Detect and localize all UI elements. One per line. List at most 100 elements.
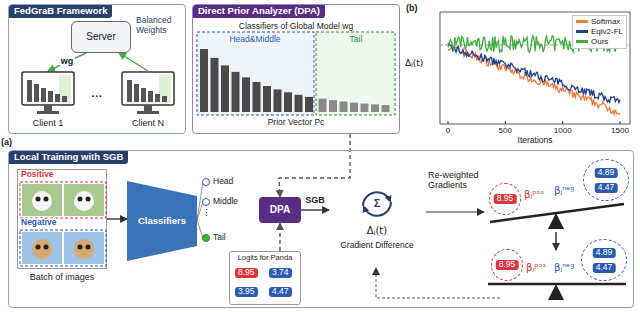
photo (22, 232, 62, 264)
pivot (548, 213, 564, 229)
base (37, 111, 59, 114)
stand (44, 105, 52, 111)
region-label: Tail (350, 35, 363, 45)
screen (122, 72, 174, 105)
prior-bar (284, 92, 292, 112)
fan-line (197, 220, 203, 238)
region-label: Head&Middle (229, 35, 280, 45)
panel-heading: Local Training with SGB (9, 151, 128, 164)
animal (74, 191, 94, 211)
logits-box: Logits for Panda8.953.743.954.47 (229, 251, 301, 305)
pivot (548, 284, 564, 300)
class-label: Middle (213, 197, 238, 207)
gradient-symbol: Δⱼ(t) (367, 225, 387, 237)
tick-mark (448, 121, 449, 124)
animal (32, 191, 52, 211)
weight-symbol: βⱼᵖᵒˢ (524, 189, 544, 201)
gradient-cycle: ΣΔⱼ(t)Gradient Difference (329, 185, 425, 265)
bar (148, 91, 153, 102)
prior-bar (305, 97, 313, 112)
balance-scales (376, 204, 626, 300)
local-training-panel: PositiveNegativeBatch of imagesClassifie… (8, 150, 634, 308)
class-label: Head (213, 177, 233, 187)
bar (41, 88, 46, 102)
legend-row: Ours (576, 37, 623, 47)
legend-row: Eqlv2-FL (576, 27, 623, 37)
bar (62, 96, 67, 102)
bar (162, 96, 167, 102)
negative-weights: 4.89 4.47 (581, 239, 627, 281)
tail-region (316, 32, 395, 115)
negative-label: Negative (21, 218, 56, 228)
class-circle (203, 199, 210, 206)
head-region (197, 32, 314, 115)
panel-letter: (a) (1, 137, 12, 147)
vector-label: Prior Vector Pc (268, 118, 325, 128)
photo (64, 232, 104, 264)
prior-bar (329, 100, 337, 112)
plot-frame (440, 12, 630, 124)
legend-text: Ours (591, 37, 608, 46)
bar (134, 84, 139, 102)
connector (48, 53, 86, 71)
legend-text: Softmax (591, 17, 620, 26)
note: Re-weighted Gradients (428, 170, 484, 191)
eye (44, 245, 49, 250)
client-monitor: Client N (117, 71, 179, 131)
tick-mark (505, 121, 506, 124)
series-line (448, 43, 620, 102)
connector (119, 53, 148, 71)
eye (36, 197, 41, 202)
bar (27, 80, 32, 102)
server-box: Server (71, 21, 131, 53)
prior-bar (350, 103, 358, 112)
prior-bar (263, 86, 271, 112)
class-outputs (197, 179, 210, 242)
tick-mark (620, 121, 621, 124)
feedback-arrow (376, 268, 500, 298)
base (137, 111, 159, 114)
weight-value: 4.89 (593, 248, 616, 258)
arrow (426, 211, 484, 212)
eye (86, 245, 91, 250)
classifier-label: Classifiers (138, 216, 186, 227)
bar (34, 84, 39, 102)
series-line (448, 36, 620, 52)
prior-bar (361, 104, 369, 112)
series-line (448, 46, 620, 115)
panel-heading: FedGraB Framework (9, 5, 112, 18)
client-label: Client N (132, 118, 164, 128)
photo (22, 184, 62, 216)
legend-swatch (576, 40, 588, 43)
weight-value: 4.47 (593, 263, 616, 273)
bar (141, 88, 146, 102)
prior-bar (200, 49, 208, 112)
logit-value: 4.47 (269, 287, 292, 297)
class-circle (203, 179, 210, 186)
weight-symbol: βⱼᵖᵒˢ (526, 262, 546, 274)
prior-bar (211, 58, 219, 112)
eye (78, 245, 83, 250)
tick-label: 1000 (554, 126, 572, 135)
prior-bar (221, 65, 229, 112)
connector (279, 223, 280, 251)
sum-symbol: Σ (374, 197, 381, 210)
tick-label: 500 (499, 126, 512, 135)
connector (279, 134, 350, 197)
beam (488, 283, 626, 286)
panel-letter: (b) (406, 3, 418, 13)
batch-caption: Batch of images (30, 272, 95, 282)
prior-bar (253, 82, 261, 112)
legend-row: Softmax (576, 17, 623, 27)
prior-bar (242, 77, 250, 112)
dpa-box: DPA (259, 197, 301, 223)
panel-heading: Direct Prior Analyzer (DPA) (193, 5, 325, 18)
animal (32, 239, 52, 259)
legend: SoftmaxEqlv2-FLOurs (572, 15, 627, 49)
classifier-trapezoid: Classifiers (127, 181, 197, 261)
weight-symbol: βⱼⁿᵉᵍ (554, 262, 574, 274)
ellipsis: ··· (92, 90, 103, 103)
weight-symbol: βⱼⁿᵉᵍ (554, 185, 574, 197)
logits-caption: Logits for Panda (238, 254, 293, 263)
